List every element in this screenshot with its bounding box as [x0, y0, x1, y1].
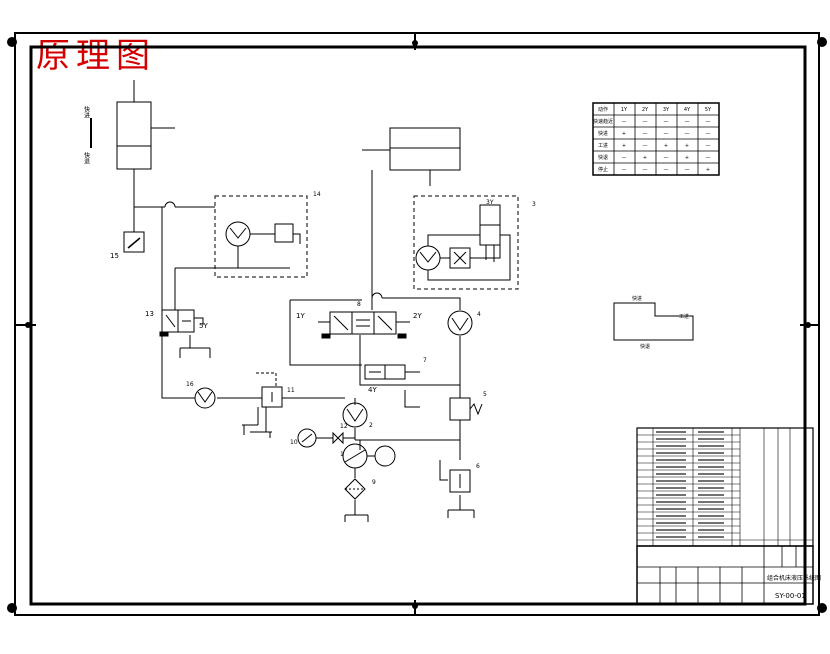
hydraulic-cylinder: [116, 80, 175, 170]
table-cell: —: [685, 131, 690, 137]
sheet-border: [14, 32, 820, 616]
table-cell: 工进: [598, 142, 608, 149]
table-cell: —: [706, 143, 711, 149]
table-header-cell: 3Y: [663, 107, 670, 113]
pump-assembly: [297, 402, 396, 500]
pipework-left: [133, 169, 262, 399]
table-cell: —: [706, 155, 711, 161]
table-cell: 快退: [598, 154, 608, 161]
table-cell: —: [643, 119, 648, 125]
label-8: 8: [357, 301, 361, 308]
parts-list-fill: [656, 431, 724, 538]
label-5: 5: [483, 391, 487, 398]
table-cell: —: [685, 119, 690, 125]
action-table-body: 快速趋近 — — — — — 快进 + — — — — 工进 + — + + —…: [593, 118, 711, 173]
table-cell: +: [685, 143, 689, 149]
solenoid-5y: 5Y: [199, 322, 208, 330]
check-valve-4: [447, 310, 473, 336]
cycle-label-back: 快退: [640, 343, 650, 350]
drawing-number: SY-00-01: [775, 592, 806, 600]
label-11: 11: [287, 387, 295, 394]
table-header-cell: 5Y: [705, 107, 712, 113]
table-header-cell: 4Y: [684, 107, 691, 113]
valve-6: [449, 469, 471, 493]
action-table-header: 动作 1Y 2Y 3Y 4Y 5Y: [598, 106, 712, 113]
table-cell: —: [685, 167, 690, 173]
table-cell: —: [706, 119, 711, 125]
label-13: 13: [145, 310, 154, 318]
table-cell: —: [622, 119, 627, 125]
table-cell: —: [643, 143, 648, 149]
pipework-center: [282, 127, 475, 522]
table-cell: —: [643, 167, 648, 173]
table-cell: +: [685, 155, 689, 161]
table-cell: +: [643, 155, 647, 161]
directional-valve-7: [364, 364, 420, 380]
label-7: 7: [423, 357, 427, 364]
drawing-name: 组合机床液压系统图: [767, 574, 821, 582]
table-cell: 快速趋近: [593, 118, 613, 125]
table-header-cell: 动作: [598, 106, 608, 113]
work-cycle-diagram: [613, 302, 694, 341]
table-cell: —: [664, 167, 669, 173]
solenoid-3y: 3Y: [486, 199, 494, 206]
label-4: 4: [477, 311, 481, 318]
table-cell: 停止: [598, 166, 608, 173]
table-cell: —: [664, 131, 669, 137]
table-cell: —: [664, 155, 669, 161]
table-cell: +: [706, 167, 710, 173]
label-16: 16: [186, 381, 194, 388]
valve-5: [449, 397, 483, 421]
table-cell: +: [622, 143, 626, 149]
table-cell: —: [622, 155, 627, 161]
table-cell: +: [664, 143, 668, 149]
table-cell: —: [622, 167, 627, 173]
solenoid-1y: 1Y: [296, 312, 305, 320]
label-10: 10: [290, 439, 298, 446]
label-12: 12: [340, 423, 348, 430]
directional-valve-8: [318, 311, 410, 339]
component-group-3: [413, 195, 519, 290]
label-14: 14: [313, 191, 321, 198]
table-header-cell: 2Y: [642, 107, 649, 113]
table-header-cell: 1Y: [621, 107, 628, 113]
label-3: 3: [532, 201, 536, 208]
solenoid-2y: 2Y: [413, 312, 422, 320]
check-valve-16: [194, 387, 216, 409]
label-1: 1: [340, 451, 344, 458]
cylinder-label-down: 快退: [83, 151, 90, 165]
label-9: 9: [372, 479, 376, 486]
component-group-14: [214, 195, 308, 278]
directional-valve-13: [159, 309, 204, 337]
valve-11: [242, 372, 283, 438]
label-6: 6: [476, 463, 480, 470]
table-cell: —: [664, 119, 669, 125]
label-15: 15: [110, 252, 119, 260]
corner-marks: [7, 37, 827, 613]
solenoid-4y: 4Y: [368, 386, 377, 394]
table-cell: +: [622, 131, 626, 137]
table-cell: —: [706, 131, 711, 137]
cylinder-label-up: 快进: [83, 105, 90, 119]
table-cell: 快进: [598, 130, 608, 137]
action-table-grid: [592, 102, 720, 176]
cycle-label-fast: 快进: [632, 295, 642, 302]
cycle-label-work: 工进: [679, 313, 689, 320]
title-block-grid: [636, 545, 814, 605]
table-cell: —: [643, 131, 648, 137]
page-title: 原理图: [36, 36, 156, 76]
pressure-gauge-15: [123, 231, 145, 253]
label-2: 2: [369, 422, 373, 429]
